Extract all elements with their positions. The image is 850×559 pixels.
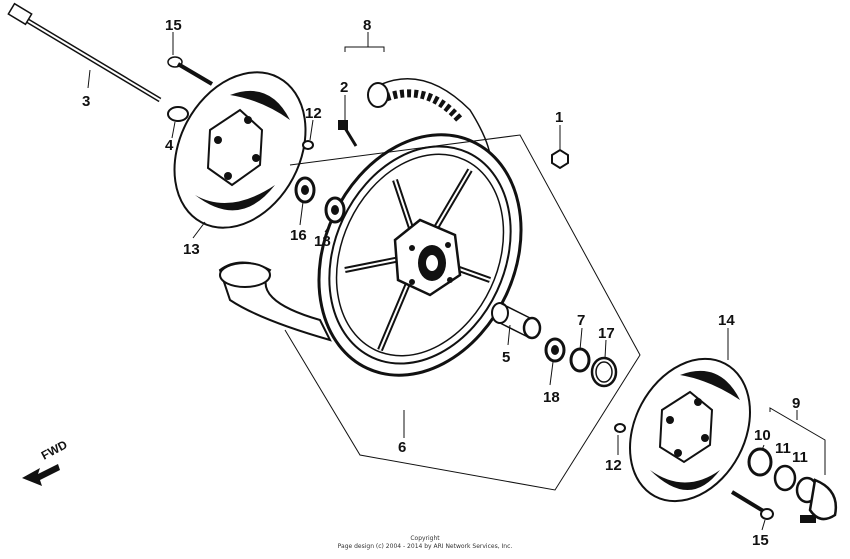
washer-part	[302, 140, 314, 150]
callout-17: 17	[598, 325, 615, 342]
callout-5: 5	[502, 349, 510, 366]
callout-18: 18	[543, 389, 560, 406]
fwd-label: FWD	[39, 437, 70, 462]
tire-lower-part	[218, 261, 332, 342]
callout-11: 11	[775, 440, 791, 457]
bolt-lower-part	[730, 490, 774, 520]
bolt-part	[167, 56, 214, 86]
callout-12: 12	[305, 105, 322, 122]
fwd-arrow-icon	[22, 464, 60, 486]
brake-disc-left	[173, 71, 307, 229]
collar-part	[167, 106, 189, 122]
callout-12: 12	[605, 457, 622, 474]
callout-10: 10	[754, 427, 771, 444]
callout-18: 18	[314, 233, 331, 250]
spacer-part	[491, 302, 542, 340]
bearing-part	[294, 176, 346, 224]
callout-4: 4	[165, 137, 174, 154]
callout-6: 6	[398, 439, 406, 456]
valve-part	[338, 120, 358, 147]
copyright-line: Copyright	[410, 535, 440, 542]
callout-16: 16	[290, 227, 307, 244]
wheel-rim	[317, 133, 523, 377]
copyright-notice: Page design (c) 2004 - 2014 by ARI Netwo…	[337, 543, 513, 550]
callout-8: 8	[363, 17, 371, 34]
nut-part	[551, 148, 569, 170]
callout-13: 13	[183, 241, 200, 258]
tire-part	[367, 78, 492, 171]
callout-1: 1	[555, 109, 563, 126]
callout-3: 3	[82, 93, 90, 110]
callout-2: 2	[340, 79, 348, 96]
callout-7: 7	[577, 312, 585, 329]
washer-lower-part	[614, 423, 626, 433]
group-outline	[284, 134, 641, 491]
callout-14: 14	[718, 312, 735, 329]
callout-15: 15	[165, 17, 182, 34]
callout-9: 9	[792, 395, 800, 412]
gearbox-part	[747, 447, 838, 523]
leader-lines	[87, 32, 826, 531]
axle-part	[7, 2, 162, 103]
brake-disc-right	[629, 357, 751, 503]
seal-part	[544, 337, 618, 388]
callout-15: 15	[752, 532, 769, 549]
callout-11: 11	[792, 449, 808, 466]
